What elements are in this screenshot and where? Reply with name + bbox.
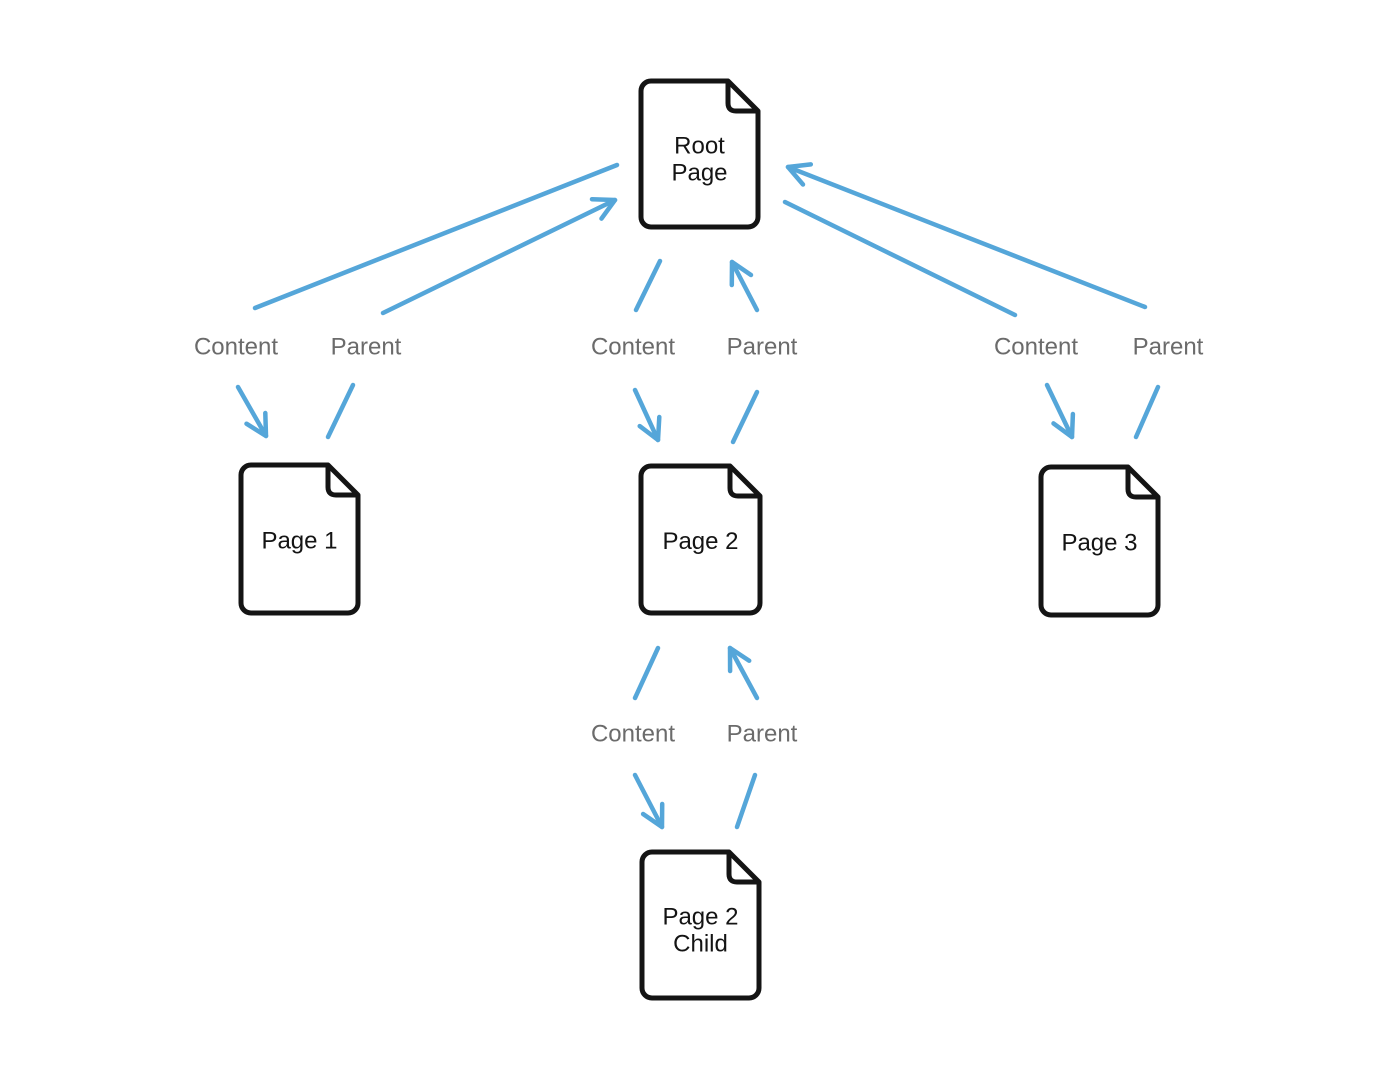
arrow-left-parent-lower: [325, 382, 356, 440]
node-label-page-2-child-line1: Page 2: [662, 904, 738, 931]
arrow-mid-parent-upper: [729, 259, 760, 313]
node-label-page-3-line1: Page 3: [1061, 530, 1137, 557]
node-label-root-page-line2: Page: [671, 160, 727, 187]
arrowhead-left-parent-upper: [589, 196, 618, 221]
arrowhead-right-content-lower: [1051, 411, 1076, 440]
arrow-bottom-content-lower: [632, 772, 665, 830]
arrow-left-content-lower: [235, 384, 269, 439]
node-page-3: Page 3: [1038, 464, 1161, 618]
document-icon: [638, 78, 761, 230]
arrowhead-bottom-content-lower: [640, 801, 665, 830]
arrow-right-content-upper: [782, 199, 1018, 318]
node-page-2: Page 2: [638, 463, 763, 616]
folded-corner-icon: [1125, 467, 1158, 500]
arrowhead-mid-parent-upper: [729, 259, 754, 288]
folded-corner-icon: [726, 852, 759, 885]
arrow-right-parent-upper: [785, 162, 1148, 310]
document-icon: [1038, 464, 1161, 618]
document-icon: [638, 463, 763, 616]
folded-corner-icon: [725, 81, 758, 114]
arrow-bottom-content-upper: [632, 645, 661, 701]
arrow-mid-content-upper: [633, 258, 663, 313]
edge-label-bottom-parent: Parent: [727, 721, 798, 748]
node-label-page-2-child-line2: Child: [673, 931, 728, 958]
edge-label-right-content: Content: [994, 334, 1078, 361]
edge-label-mid-parent: Parent: [727, 334, 798, 361]
node-label-page-2-line1: Page 2: [662, 528, 738, 555]
document-icon: [238, 462, 361, 616]
edge-label-left-content: Content: [194, 334, 278, 361]
arrow-right-content-lower: [1044, 382, 1076, 440]
node-label-page-1-line1: Page 1: [261, 528, 337, 555]
arrow-left-parent-upper: [380, 196, 618, 316]
arrowhead-bottom-parent-upper: [727, 645, 752, 674]
folded-corner-icon: [727, 466, 760, 499]
node-page-1: Page 1: [238, 462, 361, 616]
document-icon: [639, 849, 762, 1001]
folded-corner-icon: [325, 465, 358, 498]
edge-label-left-parent: Parent: [331, 334, 402, 361]
edge-label-right-parent: Parent: [1133, 334, 1204, 361]
node-label-root-page-line1: Root: [674, 133, 725, 160]
arrow-bottom-parent-lower: [734, 772, 758, 830]
arrowhead-mid-content-lower: [637, 414, 662, 443]
arrow-left-content-upper: [252, 162, 620, 311]
edge-label-mid-content: Content: [591, 334, 675, 361]
arrow-mid-content-lower: [632, 387, 662, 443]
arrowhead-left-content-lower: [244, 410, 269, 439]
arrow-right-parent-lower: [1133, 384, 1161, 440]
arrowhead-right-parent-upper: [785, 162, 814, 187]
edge-label-bottom-content: Content: [591, 721, 675, 748]
arrow-mid-parent-lower: [730, 389, 760, 445]
arrow-bottom-parent-upper: [727, 645, 760, 701]
